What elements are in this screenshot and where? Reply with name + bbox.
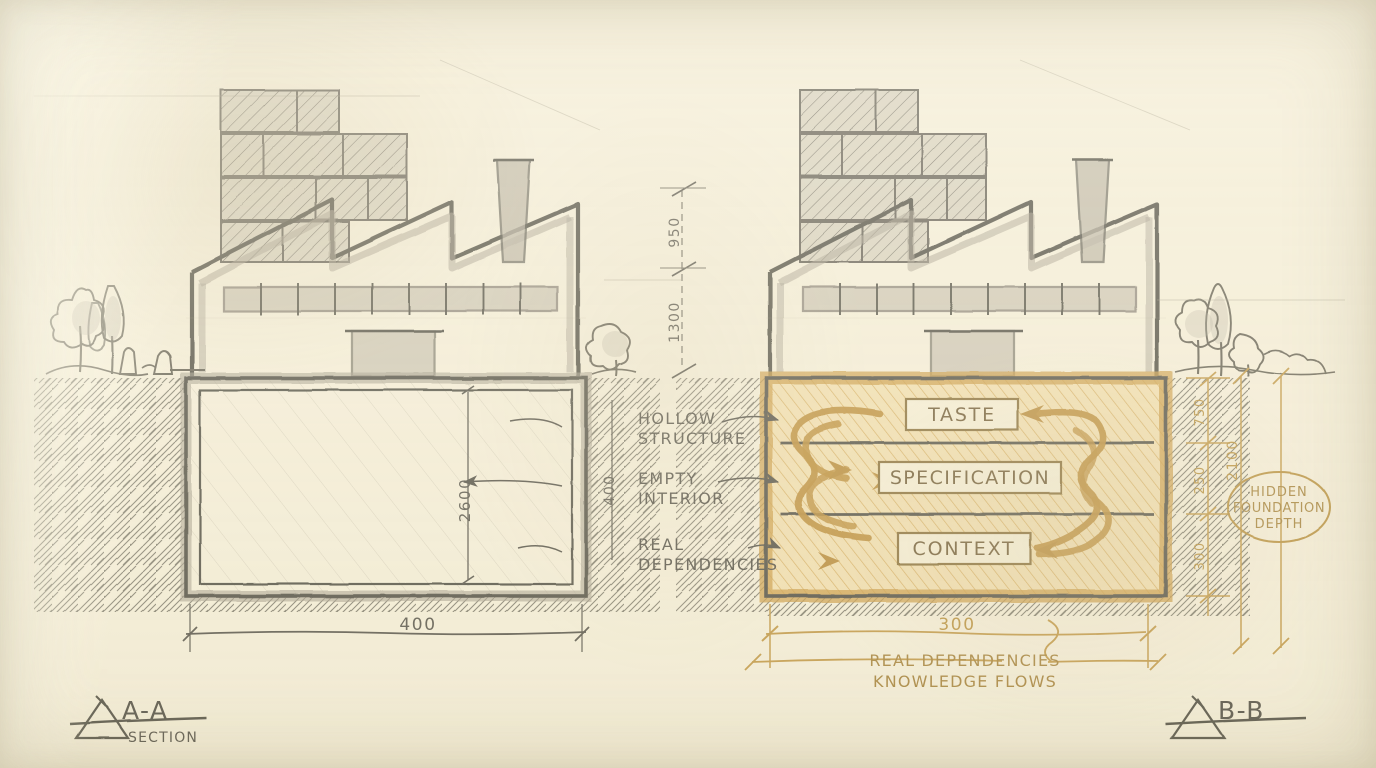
section-title-right: B-B <box>1218 696 1265 725</box>
dim-label-2100: 2100 <box>1225 439 1241 481</box>
flow-box-taste-label: TASTE <box>927 404 996 426</box>
dim-label-400-width: 400 <box>399 615 436 635</box>
door-left <box>345 329 444 378</box>
callout-line-2: FOUNDATION <box>1233 501 1325 516</box>
annotation-3-line-1: REAL <box>638 535 684 554</box>
foundation-left <box>180 372 592 602</box>
annotation-2-line-2: INTERIOR <box>638 489 725 508</box>
section-title-left: A-A <box>122 696 169 725</box>
dim-label-750: 750 <box>1193 397 1208 426</box>
dim-label-2600: 2600 <box>456 478 474 523</box>
callout-line-3: DEPTH <box>1255 517 1304 532</box>
callout-line-1: HIDDEN <box>1250 485 1308 500</box>
flow-box-context-label: CONTEXT <box>913 538 1016 560</box>
section-subtitle-left: SECTION <box>128 730 198 746</box>
door-right <box>924 329 1023 378</box>
window-band-left <box>222 283 559 315</box>
dim-label-1300: 1300 <box>667 301 683 343</box>
dim-label-950: 950 <box>667 216 683 247</box>
trees-right <box>1174 283 1336 377</box>
caption-line-1: REAL DEPENDENCIES <box>869 651 1060 670</box>
caption-line-2: KNOWLEDGE FLOWS <box>873 672 1057 691</box>
annotation-1-line-2: STRUCTURE <box>638 429 746 448</box>
flow-box-specification-label: SPECIFICATION <box>890 467 1050 489</box>
trees-left <box>45 285 205 377</box>
annotation-2-line-1: EMPTY <box>638 469 698 488</box>
dim-label-250: 250 <box>1193 465 1208 494</box>
annotation-1-line-1: HOLLOW <box>638 409 716 428</box>
shrub-center <box>585 323 637 377</box>
dim-label-300-width: 300 <box>938 615 975 635</box>
dim-label-300: 300 <box>1193 541 1208 570</box>
dim-label-400-wall: 400 <box>602 475 618 506</box>
annotation-3-line-2: DEPENDENCIES <box>638 555 778 574</box>
window-band-right <box>801 283 1138 315</box>
